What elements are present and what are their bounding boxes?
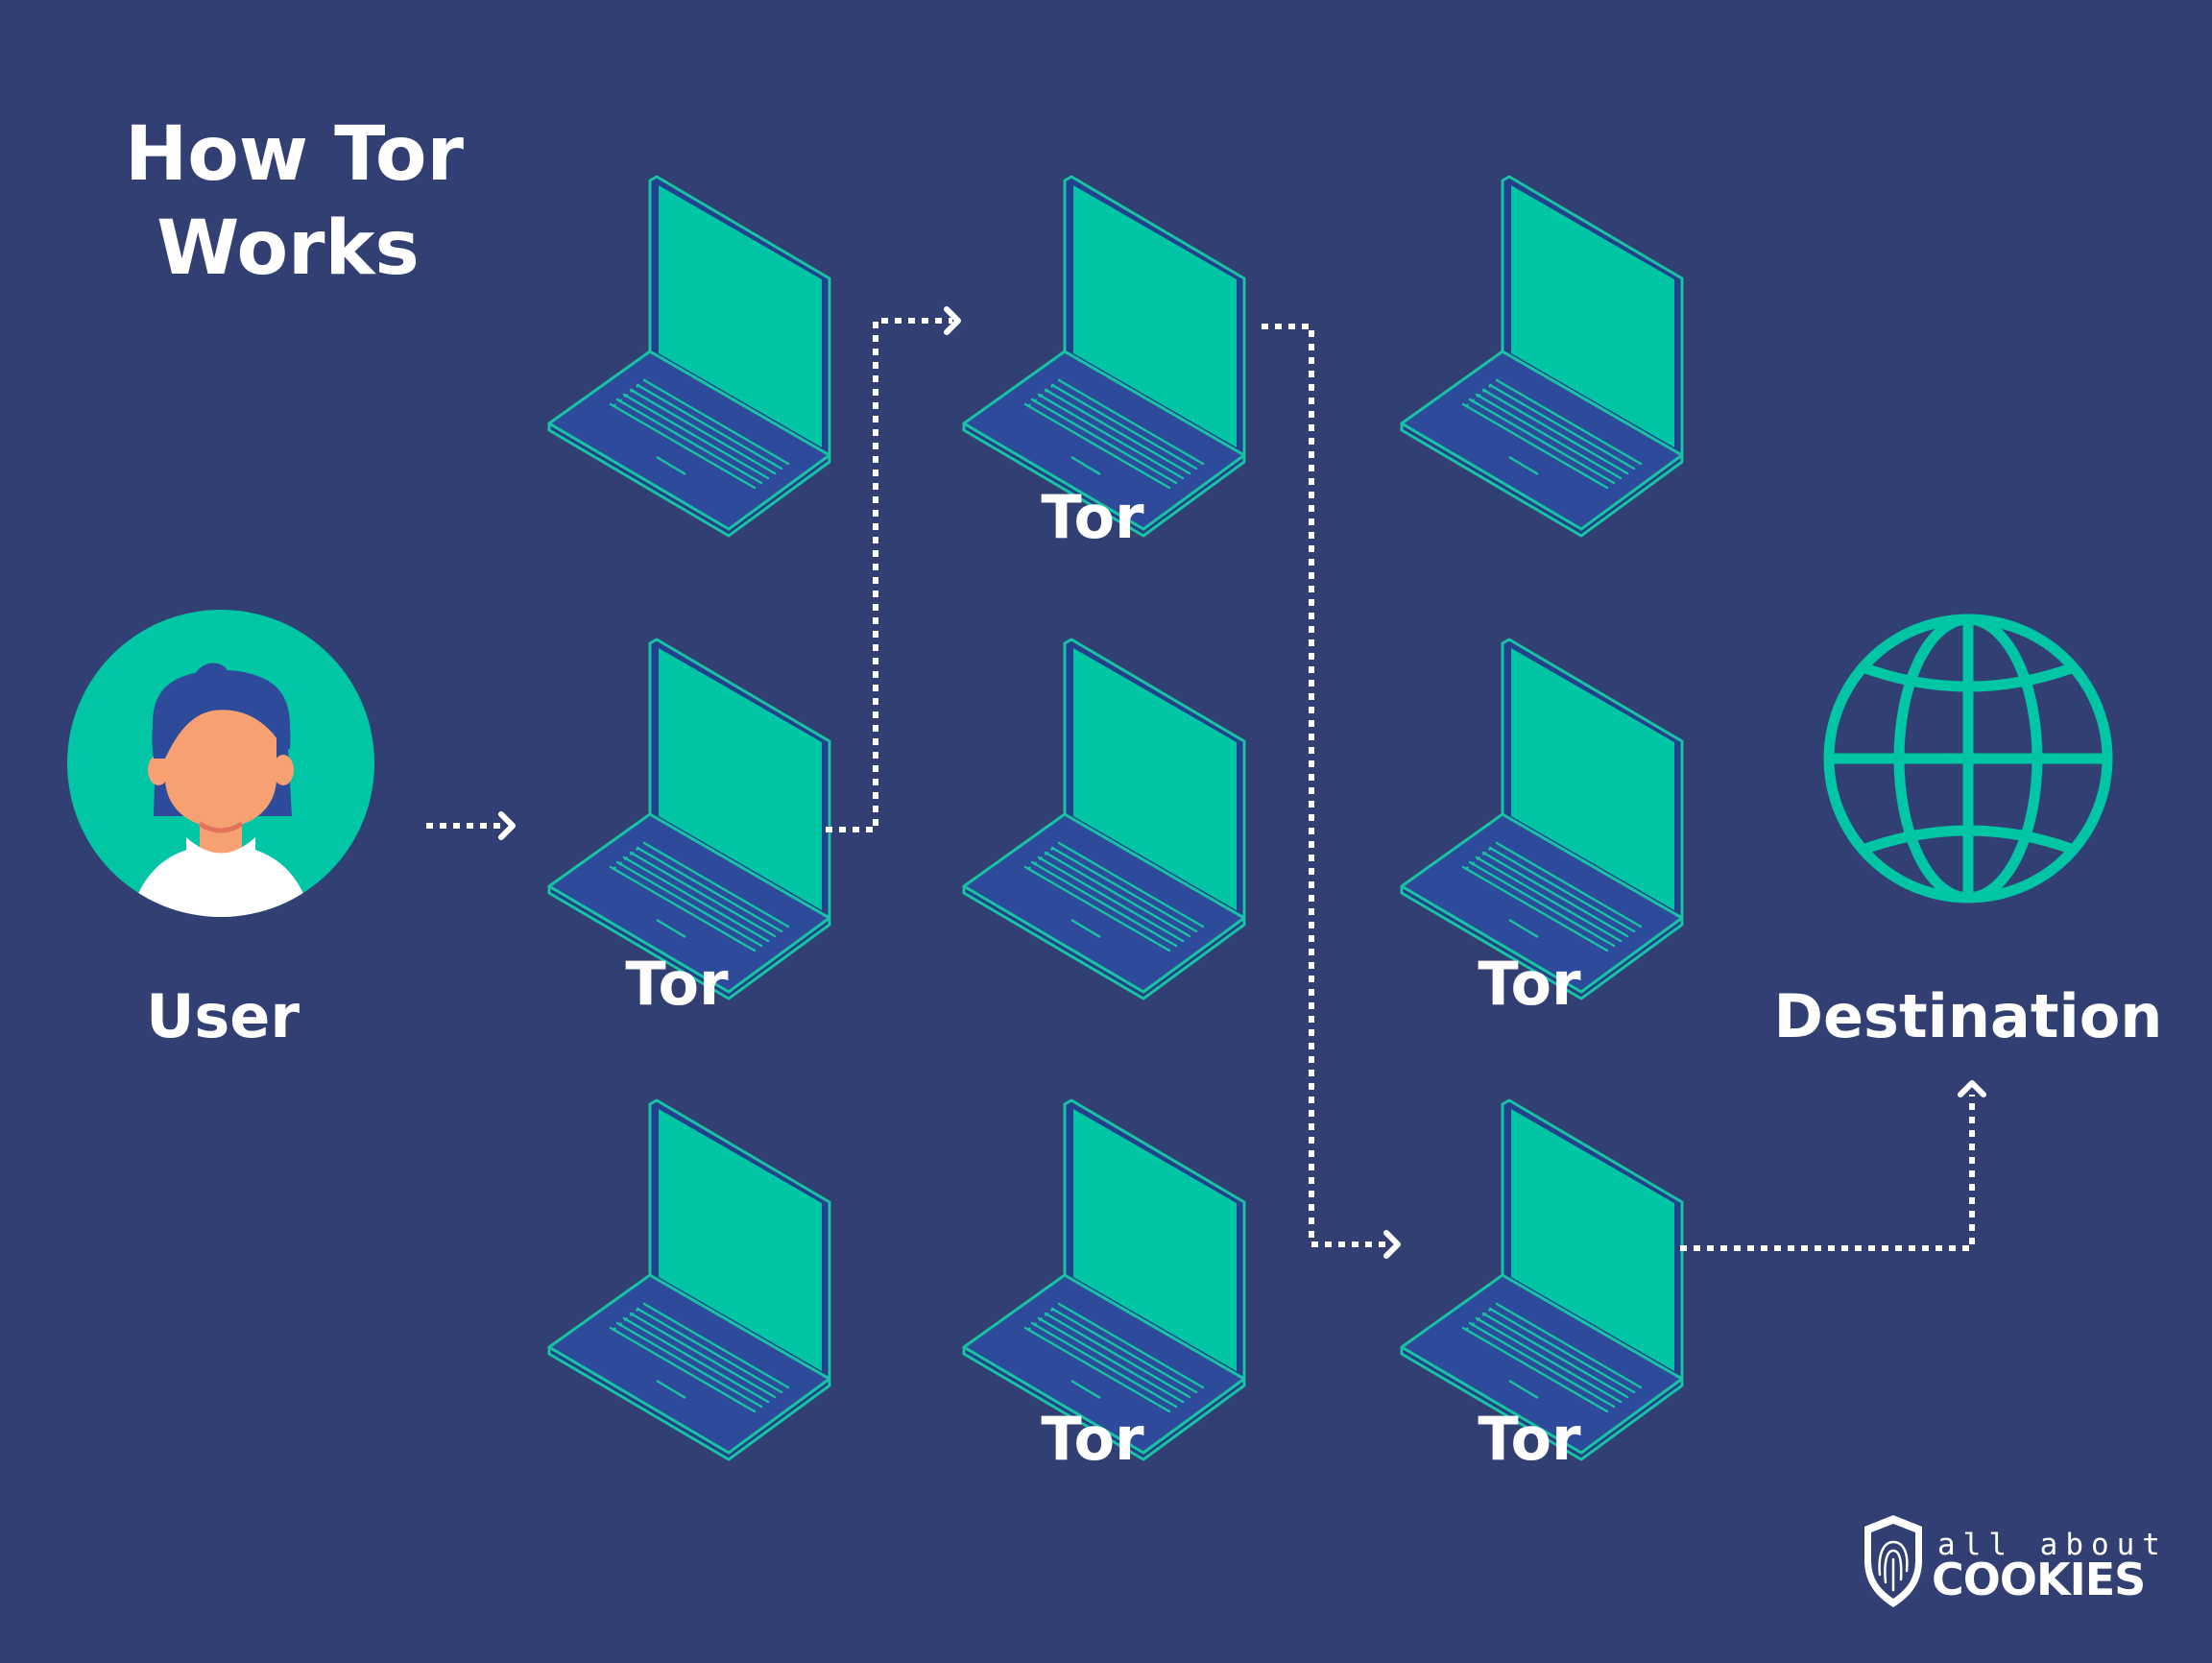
user-label: User	[146, 981, 300, 1051]
user-avatar-icon	[67, 610, 374, 951]
tor-label-entry: Tor	[625, 949, 728, 1019]
laptop-icon-2-3	[1402, 639, 1682, 999]
connector-exit-to-destination	[1680, 1095, 1972, 1248]
arrow-head-middle-to-exit	[1386, 1233, 1398, 1256]
shield-fingerprint-icon	[1864, 1515, 1922, 1607]
page-title-line-2: Works	[125, 202, 451, 296]
tor-label-exit: Tor	[1478, 1404, 1580, 1474]
logo-text-bottom: COOKIES	[1932, 1554, 2145, 1605]
destination-label: Destination	[1774, 981, 2163, 1051]
globe-icon	[1829, 619, 2107, 898]
laptop-icon-1-3	[1402, 177, 1682, 536]
page-title-line-1: How Tor	[125, 108, 451, 202]
page-title: How Tor Works	[125, 108, 451, 296]
tor-label-right: Tor	[1478, 949, 1580, 1019]
laptop-icon-2-1	[549, 639, 830, 999]
arrow-head-exit-to-destination	[1960, 1083, 1984, 1095]
laptop-icon-3-1	[549, 1100, 830, 1459]
tor-label-bottom-center: Tor	[1041, 1404, 1143, 1474]
tor-label-middle-relay: Tor	[1041, 482, 1143, 552]
arrow-head-user-to-entry	[501, 814, 513, 837]
laptop-icon-1-1	[549, 177, 830, 536]
laptop-icon-2-2	[964, 639, 1244, 999]
connector-middle-to-exit	[1262, 326, 1392, 1244]
connector-entry-to-middle	[826, 321, 952, 830]
